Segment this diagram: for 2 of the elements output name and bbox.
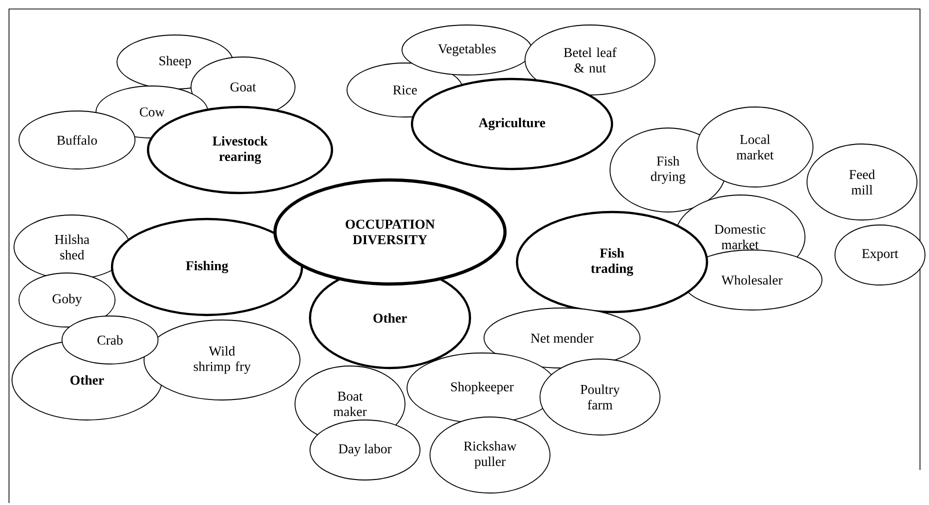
node-label: Rickshaw puller <box>464 441 516 469</box>
node-label: Export <box>862 249 898 261</box>
